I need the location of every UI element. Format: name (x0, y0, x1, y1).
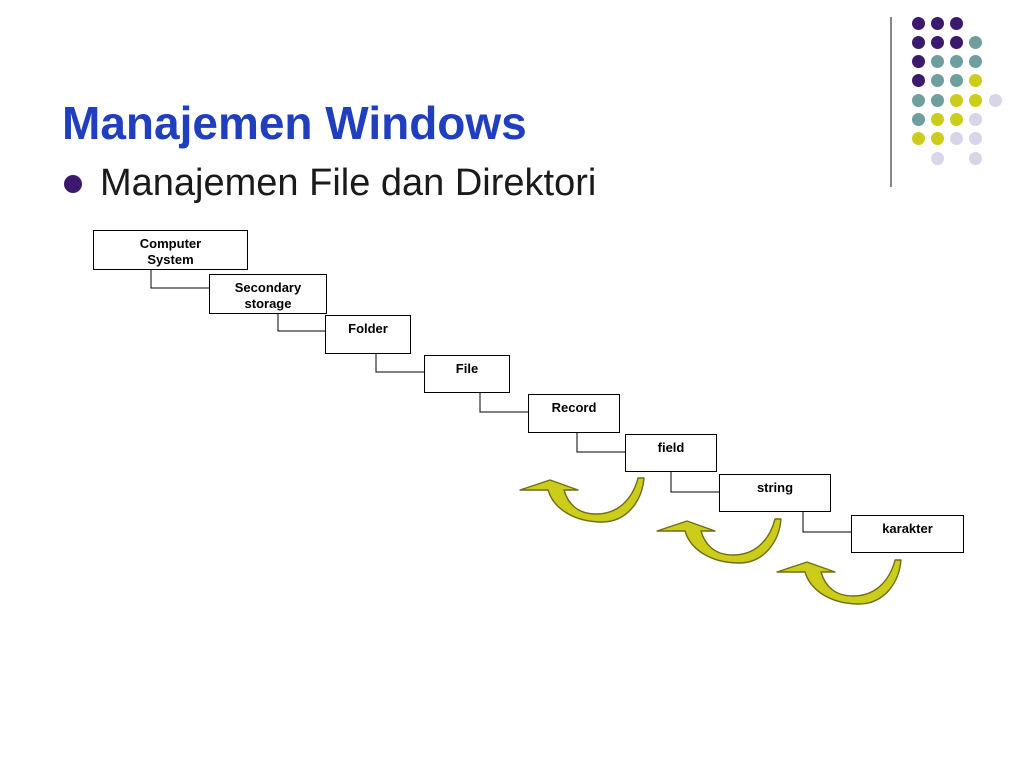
bullet-text: Manajemen File dan Direktori (100, 162, 597, 204)
decor-dot (969, 55, 983, 69)
hierarchy-node: karakter (851, 515, 964, 553)
hierarchy-node: Folder (325, 315, 411, 354)
decor-dot (950, 35, 964, 49)
decor-dot (930, 16, 944, 30)
decor-dot (950, 113, 964, 126)
decor-dot (930, 113, 944, 126)
hierarchy-node: Record (528, 394, 620, 433)
curved-arrow-icon (656, 518, 782, 564)
decor-dot (988, 93, 1002, 107)
decor-dot (969, 35, 983, 49)
connector-line (375, 354, 424, 373)
bullet-dot (64, 174, 82, 193)
decor-dot (930, 74, 944, 88)
decor-dot (930, 132, 944, 146)
decor-dot (911, 132, 925, 146)
decor-dot (969, 151, 983, 165)
connector-line (150, 270, 209, 289)
hierarchy-node: string (719, 474, 831, 512)
curved-arrow-icon (519, 477, 645, 523)
decor-dot (950, 55, 964, 69)
decor-dot (969, 93, 983, 107)
decor-dot (911, 113, 925, 126)
decor-dot (930, 35, 944, 49)
decor-dot (930, 55, 944, 69)
decor-dot (911, 35, 925, 49)
decor-dot (930, 151, 944, 165)
hierarchy-node: field (625, 434, 717, 472)
decor-dot (969, 132, 983, 146)
connector-line (802, 512, 851, 533)
decor-dot (911, 55, 925, 69)
slide-title: Manajemen Windows (62, 97, 527, 149)
decor-dot (969, 113, 983, 126)
hierarchy-node: File (424, 355, 510, 393)
decor-dot (930, 93, 944, 107)
bullet-item: Manajemen File dan Direktori (64, 162, 596, 205)
decor-dot (950, 74, 964, 88)
decor-dot (950, 132, 964, 146)
connector-line (479, 393, 528, 413)
decor-dot (950, 93, 964, 107)
decor-dot (911, 74, 925, 88)
decor-dot (911, 16, 925, 30)
decor-dot (911, 93, 925, 107)
curved-arrow-icon (776, 559, 902, 605)
decor-dot (969, 74, 983, 88)
decor-divider-line (890, 17, 892, 187)
decor-dot (950, 16, 964, 30)
connector-line (576, 433, 625, 453)
connector-line (277, 314, 325, 332)
connector-line (670, 472, 719, 493)
